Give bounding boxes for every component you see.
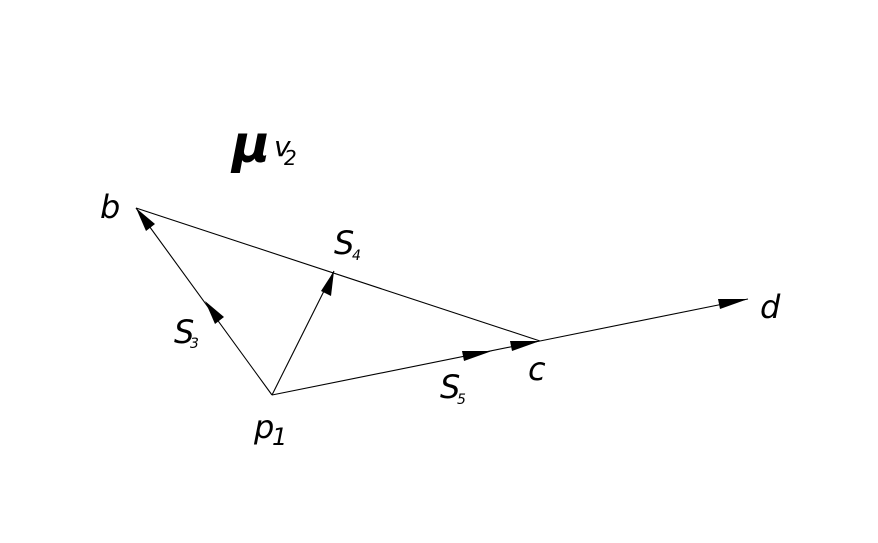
point-d-label: d	[760, 288, 781, 326]
line-p1-c	[271, 340, 541, 396]
line-c-d	[539, 298, 749, 342]
point-b-label: b	[100, 188, 120, 226]
vector-s5-subscript: 5	[457, 392, 466, 408]
scale-variable: v	[274, 130, 291, 163]
point-p1-subscript: 1	[272, 423, 287, 451]
line-b-c	[135, 207, 541, 342]
arrowhead-b	[136, 208, 155, 231]
point-c-label: c	[528, 350, 546, 388]
arrowhead-s5	[462, 351, 492, 361]
scale-subscript: 2	[284, 146, 297, 170]
vector-s4-label: S	[334, 224, 354, 262]
vector-s4-subscript: 4	[352, 248, 361, 264]
vector-s3-label: S	[174, 313, 194, 351]
vector-s3-subscript: 3	[190, 336, 199, 352]
scale-symbol: μ	[230, 115, 270, 175]
arrowhead-s3	[205, 301, 224, 324]
point-p1-label: p	[253, 408, 274, 446]
arrowhead-s4	[321, 271, 334, 296]
arrowhead-c	[510, 341, 540, 351]
line-p1-b	[135, 207, 273, 396]
vector-s5-label: S	[440, 368, 460, 406]
arrowhead-d	[718, 299, 748, 309]
